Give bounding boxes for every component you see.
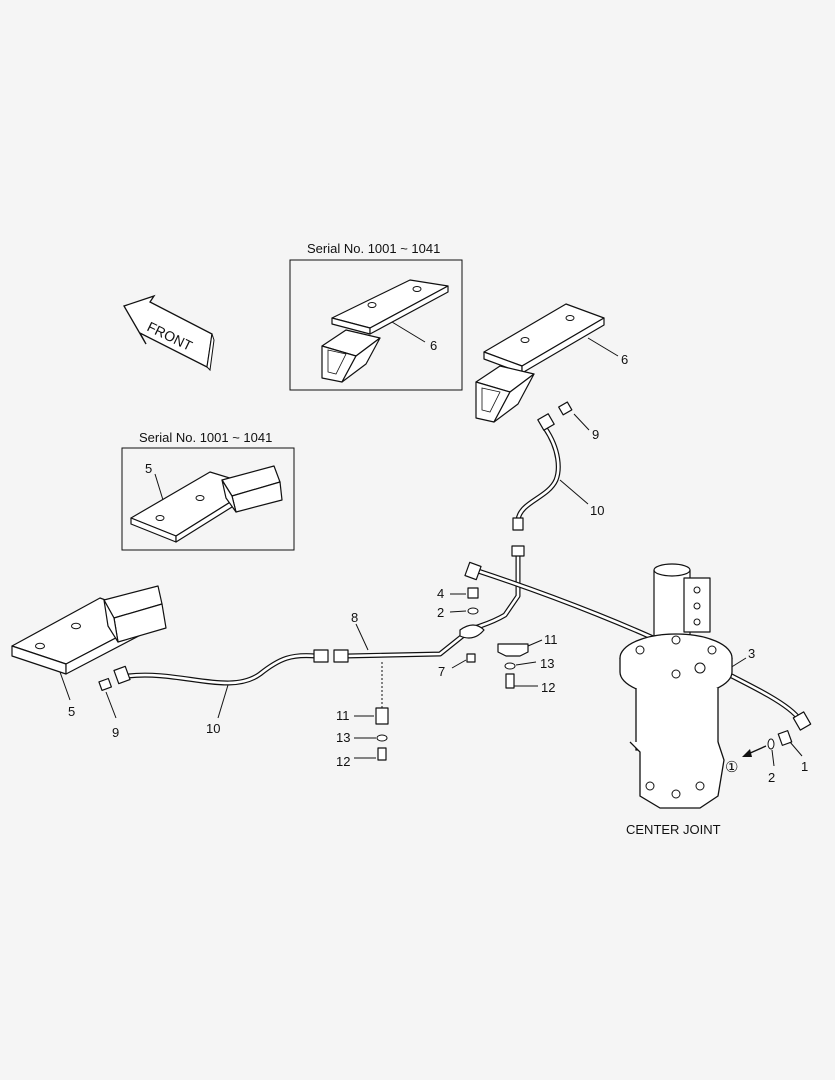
callout-2-upper: 2 <box>437 605 444 620</box>
center-joint <box>619 563 733 809</box>
nut-7 <box>451 653 476 669</box>
callout-9-upper: 9 <box>592 427 599 442</box>
bracket-5-inset <box>130 465 283 543</box>
callout-3: 3 <box>748 646 755 661</box>
oring-2-lower <box>767 738 775 767</box>
callout-13-right: 13 <box>540 656 554 671</box>
callout-2-lower: 2 <box>768 770 775 785</box>
callout-5: 5 <box>68 704 75 719</box>
clamp-11-right <box>497 639 543 657</box>
callout-10-lower: 10 <box>206 721 220 736</box>
callout-10-upper: 10 <box>590 503 604 518</box>
callout-11-right: 11 <box>544 632 558 647</box>
hose-10-lower <box>113 649 329 686</box>
bolt-12-right <box>505 673 538 689</box>
oring-2-upper <box>449 607 479 615</box>
callout-6: 6 <box>621 352 628 367</box>
callout-5-inset: 5 <box>145 461 152 476</box>
callout-8: 8 <box>351 610 358 625</box>
hose-10-upper <box>512 413 561 531</box>
serial-box-upper-title: Serial No. 1001 ~ 1041 <box>307 241 440 256</box>
bracket-6-inset <box>321 279 449 383</box>
serial-box-left: Serial No. 1001 ~ 1041 5 <box>121 430 295 551</box>
direction-arrow <box>742 745 767 757</box>
tube-8 <box>333 545 525 663</box>
fitting-4 <box>450 587 479 599</box>
washer-13-left <box>354 734 388 742</box>
callout-12-right: 12 <box>541 680 555 695</box>
fitting-9-upper <box>558 401 590 431</box>
callout-12-left: 12 <box>336 754 350 769</box>
clamp-11-left <box>354 707 389 725</box>
serial-box-upper: Serial No. 1001 ~ 1041 6 <box>289 241 463 391</box>
callout-6-inset: 6 <box>430 338 437 353</box>
callout-4: 4 <box>437 586 444 601</box>
bracket-5 <box>11 585 167 675</box>
detail-marker: ① <box>725 759 738 776</box>
fitting-1 <box>777 730 803 757</box>
callout-9-lower: 9 <box>112 725 119 740</box>
washer-13-right <box>504 661 537 670</box>
bracket-6 <box>475 303 605 423</box>
serial-box-left-title: Serial No. 1001 ~ 1041 <box>139 430 272 445</box>
callout-13-left: 13 <box>336 730 350 745</box>
front-arrow: FRONT <box>123 294 215 372</box>
callout-1: 1 <box>801 759 808 774</box>
callout-11-left: 11 <box>336 708 350 723</box>
callout-7: 7 <box>438 664 445 679</box>
center-joint-label: CENTER JOINT <box>626 822 721 837</box>
fitting-9-lower <box>98 677 117 719</box>
bolt-12-left <box>354 747 387 761</box>
